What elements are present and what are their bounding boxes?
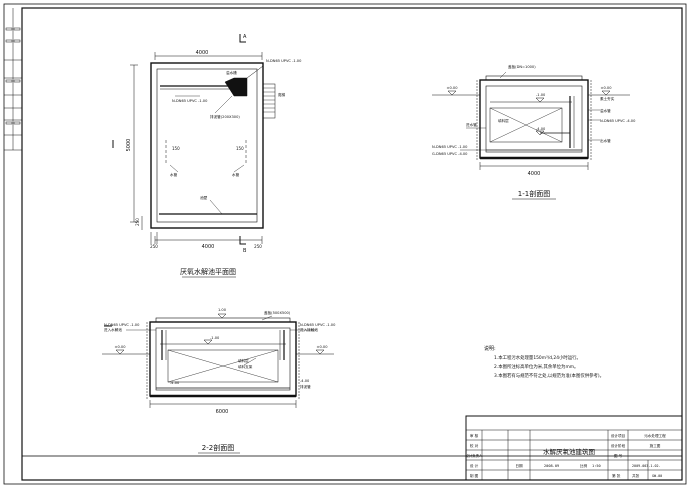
s2-label-water-level: -1.00 (210, 336, 220, 340)
section-2-view (102, 313, 334, 408)
tb-stage-value: 施工图 (650, 443, 661, 448)
s1-label-fill: 素土夯实 (600, 96, 615, 101)
plan-view (112, 34, 276, 245)
tb-date-label: 日期 (515, 463, 523, 468)
s1-dim-bottom: 4000 (528, 171, 541, 177)
plan-cut-mark-b: B (243, 248, 247, 254)
plan-label-inlet-right: N-DN65 UPVC -1.00 (266, 59, 302, 63)
plan-label-weir: 溢水槽 (226, 70, 237, 75)
tb-sheet-label: 第 张 (612, 473, 621, 478)
plan-dim-inner-left: 150 (172, 146, 180, 151)
title-block (465, 415, 683, 481)
section-2-text: N-DN65 UPVC -1.00 进入水解池 盖板(500X500) 1.00… (104, 308, 336, 452)
plan-label-tank-wall: 池壁 (200, 195, 208, 200)
title-block-text: 审 核 校 对 设计负责人 设 计 制 图 水解厌氧池建筑图 设计项目 污水处理… (466, 433, 667, 478)
tb-sheet-total: 共张 (632, 473, 640, 478)
tb-project-label: 设计项目 (611, 433, 625, 438)
tb-row-check: 校 对 (470, 443, 479, 448)
s1-label-media: 填料层 (498, 118, 509, 123)
plan-dim-top: 4000 (196, 50, 209, 56)
plan-label-inlet: N-DN65 UPVC -1.00 (172, 99, 208, 103)
notes-title: 说明: (484, 345, 496, 352)
plan-dim-inner-right: 150 (236, 146, 244, 151)
tb-stage-label: 设计阶段 (611, 443, 626, 448)
s2-label-pipe-right: N-DN65 UPVC -1.00 (300, 323, 336, 327)
section-1-text: 盖板(DN=1000) ±0.00 ±0.00 -1.00 素土夯实 溢水管 N… (432, 64, 636, 198)
tb-scale-label: 比例 (580, 463, 588, 468)
plan-dim-left: 5000 (126, 139, 132, 152)
tb-row-draw: 制 图 (470, 473, 479, 478)
s2-label-media-support: 填料支架 (238, 364, 253, 369)
tb-row-review: 审 核 (470, 433, 479, 438)
plan-view-title: 厌氧水解池平面图 (180, 267, 236, 276)
s1-label-outlet: 出水管 (600, 138, 611, 143)
s1-label-ground-right: ±0.00 (600, 86, 612, 90)
section-2-title: 2-2剖面图 (202, 443, 234, 452)
s1-label-inlet: 进水管 (466, 122, 477, 127)
s2-label-cover: 盖板(500X500) (264, 310, 291, 315)
tb-drawing-no-label: 图 号 (614, 453, 623, 458)
tb-row-design: 设 计 (470, 463, 479, 468)
s2-label-sludge: 排泥管 (300, 384, 311, 389)
tb-scale-value: 1:50 (592, 464, 601, 468)
tb-row-lead: 设计负责人 (466, 453, 484, 458)
s2-label-ground-right: ±0.00 (316, 345, 328, 349)
s2-label-bottom-right: -4.00 (300, 379, 310, 383)
plan-label-water-b: 水管 (232, 172, 240, 177)
plan-dim-bottom: 4000 (202, 244, 215, 250)
s1-label-ground-left: ±0.00 (446, 86, 458, 90)
plan-label-sewer: 排泥管(200X300) (210, 114, 240, 119)
tb-drawing-no-value: 2009-003-1-02- (632, 464, 661, 468)
section-1-title: 1-1剖面图 (518, 189, 550, 198)
notes-item-1: 1.本工程污水处理量150m³/d,24小时运行。 (494, 354, 581, 361)
left-binding-strip (4, 8, 22, 151)
section-1-view (432, 71, 630, 170)
plan-view-text: 4000 4000 250 250 5000 250 A B N-DN65 UP… (126, 34, 302, 276)
inner-frame (21, 7, 683, 457)
s1-label-weir: 溢水管 (600, 108, 611, 113)
s2-label-pipe-right-2: 进入接触池 (300, 327, 318, 332)
notes-block: 说明: 1.本工程污水处理量150m³/d,24小时运行。 2.本图所注标高单位… (484, 345, 604, 379)
s2-label-pipe-left: N-DN65 UPVC -1.00 (104, 323, 140, 327)
tb-drawing-name: 水解厌氧池建筑图 (543, 447, 595, 456)
s1-label-cover: 盖板(DN=1000) (508, 64, 536, 69)
plan-dim-left-bottom: 250 (135, 218, 140, 226)
s2-label-bottom-left: -4.00 (170, 381, 180, 385)
notes-item-3: 3.本图若有与规范不符之处,以规范为准(本图仅供参考)。 (494, 372, 604, 379)
plan-label-stairs: 爬梯 (278, 92, 286, 97)
plan-cut-mark-a: A (243, 34, 247, 40)
plan-label-water-a: 水管 (170, 172, 178, 177)
s2-label-pipe-left-2: 进入水解池 (104, 327, 122, 332)
s2-label-ground-left: ±0.00 (114, 345, 126, 349)
s1-label-water-level: -1.00 (536, 93, 546, 97)
s1-label-pipe-left: N-DN65 UPVC -1.00 (432, 145, 468, 149)
border-frame (21, 7, 683, 481)
outer-frame (3, 3, 687, 485)
tb-sheet-value: GW-00 (652, 474, 662, 478)
s2-label-top-mark: 1.00 (218, 308, 227, 312)
s2-dim-bottom: 6000 (216, 409, 229, 415)
tb-date-value: 2008.09 (544, 464, 559, 468)
s2-label-media: 填料层 (238, 358, 249, 363)
plan-dim-bottom-right: 250 (254, 244, 262, 249)
tb-project-value: 污水处理工程 (644, 433, 666, 438)
s1-label-bottom-pipe: G-DN65 UPVC -4.00 (432, 152, 468, 156)
plan-dim-bottom-left: 250 (150, 244, 158, 249)
s1-label-bottom: -4.00 (536, 127, 546, 131)
notes-item-2: 2.本图所注标高单位为米,其余单位为mm。 (494, 363, 578, 370)
s1-label-pipe-right: N-DN65 UPVC -4.00 (600, 119, 636, 123)
